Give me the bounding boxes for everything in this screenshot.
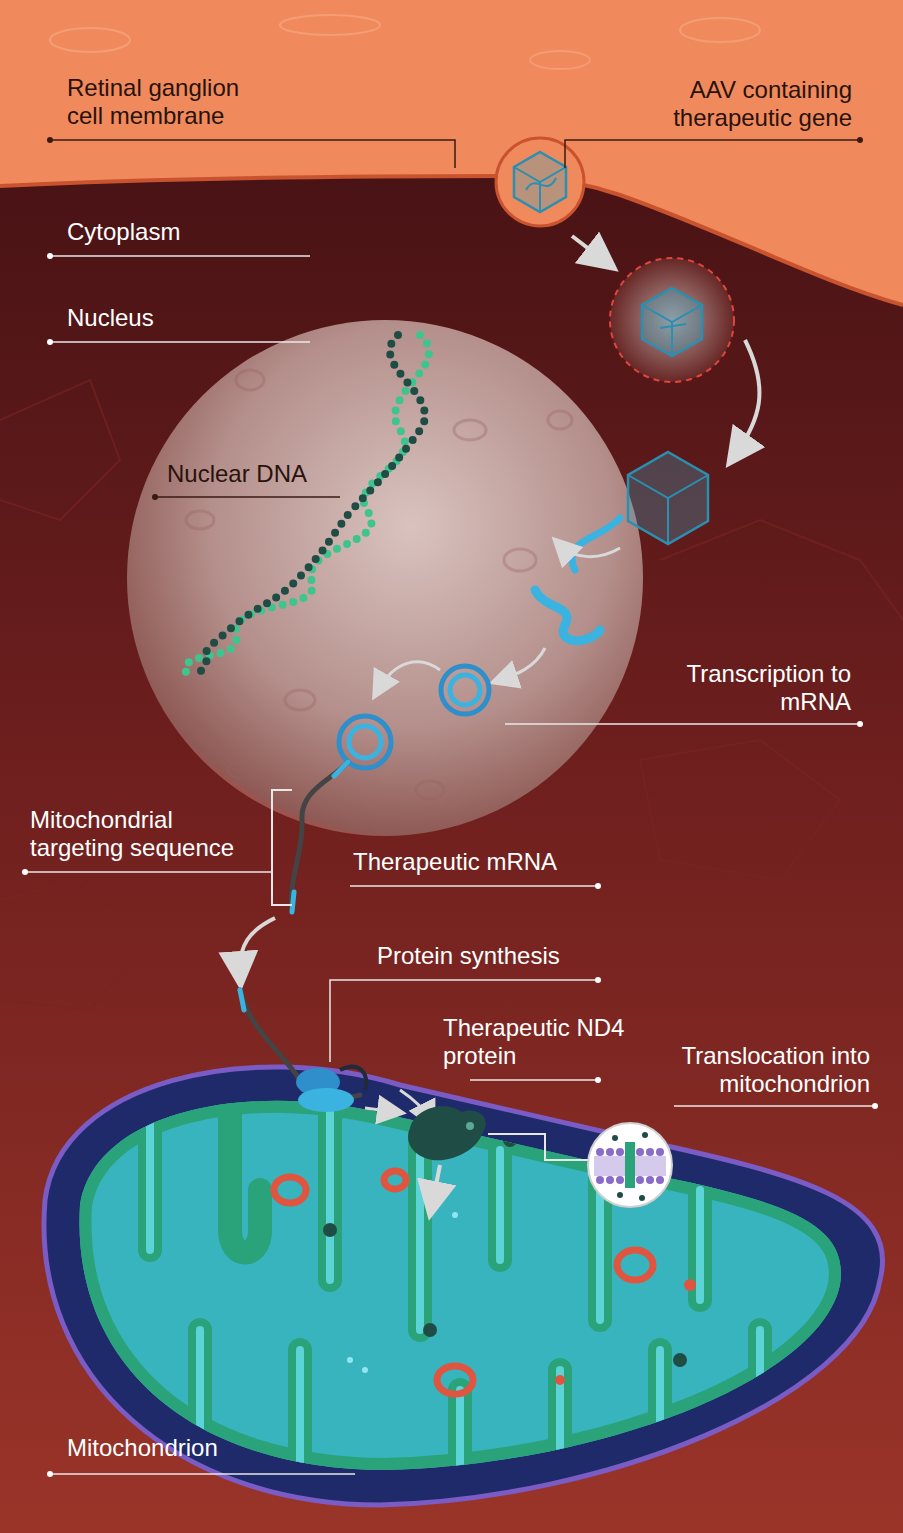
callout-label: Therapeutic mRNA (353, 848, 593, 876)
callout-label: Mitochondrial targeting sequence (30, 806, 268, 862)
callout-label: Nuclear DNA (167, 460, 337, 488)
callout-label: Transcription to mRNA (665, 660, 851, 716)
callout-label: Nucleus (67, 304, 287, 332)
callout-label: Retinal ganglion cell membrane (67, 74, 272, 130)
callout-label: Cytoplasm (67, 218, 287, 246)
callout-label: Translocation into mitochondrion (640, 1042, 870, 1098)
callout-label: Therapeutic ND4 protein (443, 1014, 633, 1070)
callout-label: Mitochondrion (67, 1434, 287, 1462)
callout-label: AAV containing therapeutic gene (650, 76, 852, 132)
callout-label: Protein synthesis (377, 942, 597, 970)
